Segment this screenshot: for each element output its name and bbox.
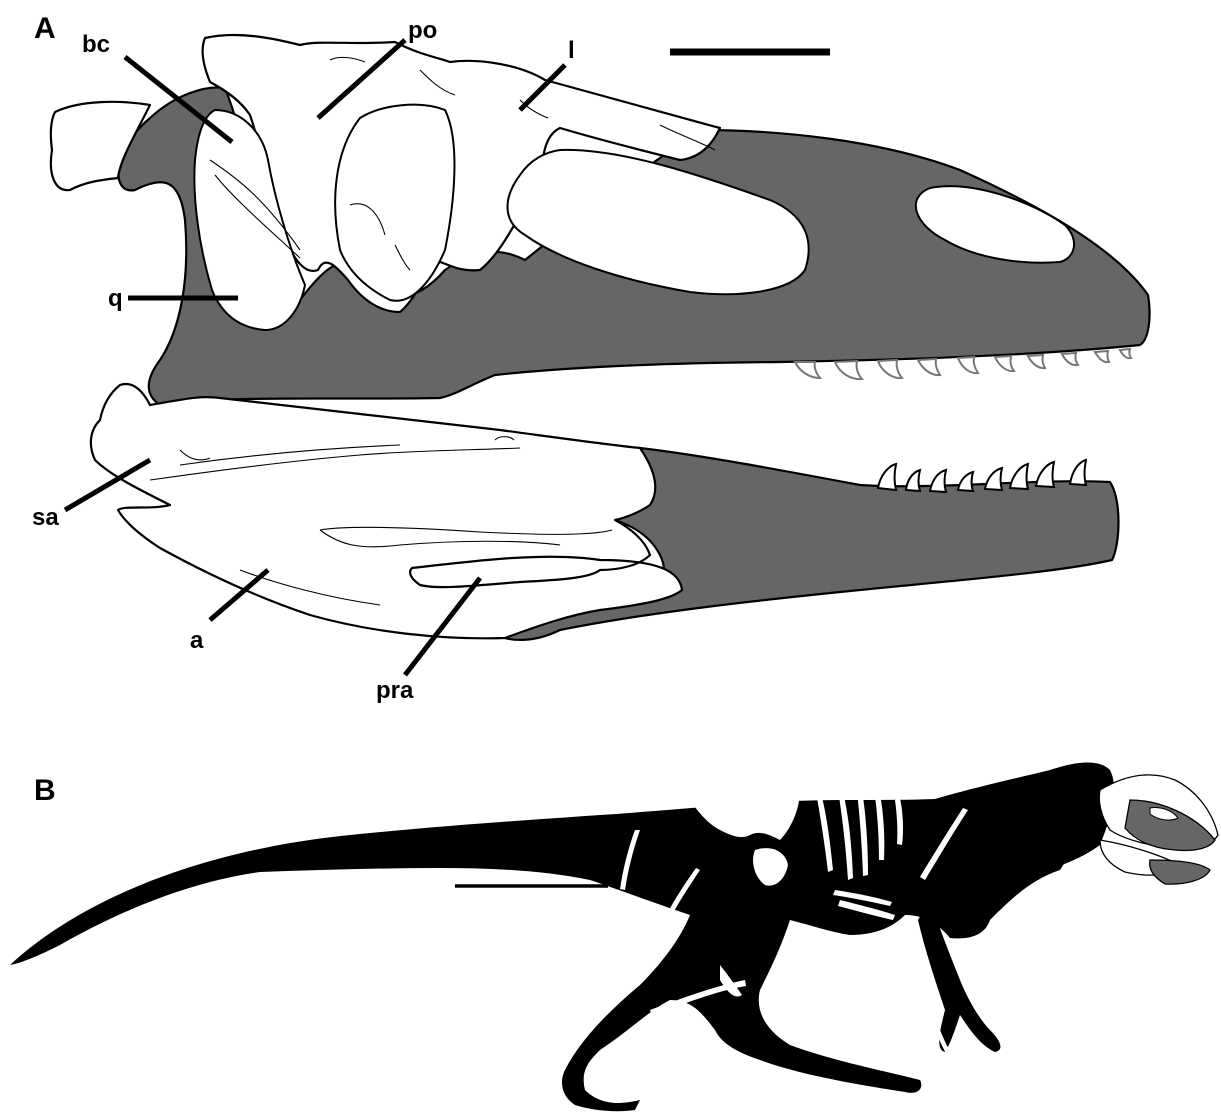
label-pra: pra — [376, 677, 414, 704]
label-sa: sa — [32, 504, 59, 531]
label-bc: bc — [82, 31, 110, 58]
label-a: a — [190, 627, 204, 654]
neck-silhouette — [900, 763, 1114, 891]
panel-b: B — [10, 763, 1218, 1112]
panel-a-label: A — [34, 12, 56, 45]
label-po: po — [408, 17, 437, 44]
panel-a: A — [32, 12, 1150, 704]
label-q: q — [108, 285, 123, 312]
panel-b-label: B — [34, 774, 56, 807]
mandible-preserved-bone — [91, 384, 682, 638]
orbit — [335, 105, 454, 301]
reconstruction-skull — [1099, 775, 1218, 884]
label-l: l — [568, 37, 575, 64]
